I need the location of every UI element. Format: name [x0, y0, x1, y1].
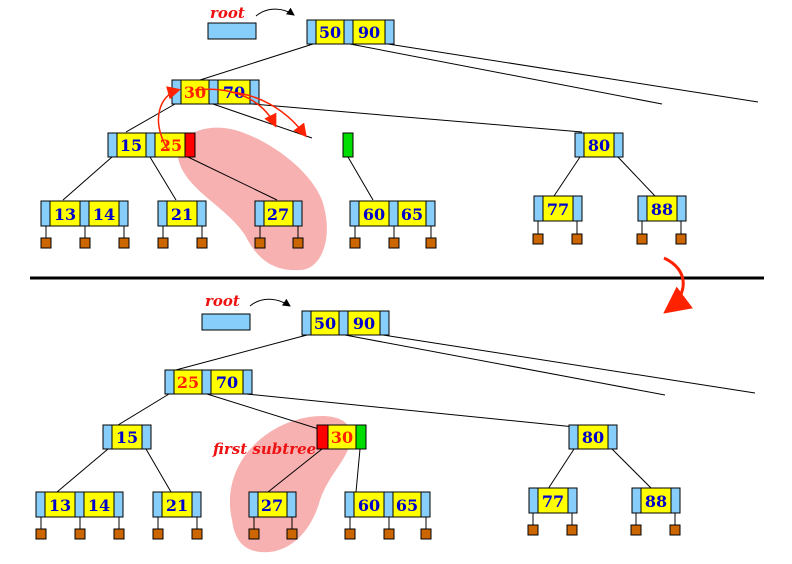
- top-node-a-key-1: 15: [120, 136, 142, 155]
- top-root-label: root: [210, 4, 245, 22]
- top-node-15-25: 15 25: [107, 132, 196, 158]
- bottom-leaf-27: 27: [248, 491, 297, 518]
- bottom-moved-key: 30: [331, 428, 353, 447]
- top-rotation-arrows: [157, 86, 307, 151]
- top-root-arrow: [255, 7, 295, 17]
- top-internal-key-1: 30: [184, 83, 206, 102]
- top-leaf-88: 88: [637, 195, 687, 222]
- top-root-key-2: 90: [358, 23, 380, 42]
- top-leaf-key: 13: [54, 205, 76, 224]
- top-leaf-key: 88: [651, 200, 673, 219]
- top-highlight-region: [177, 127, 327, 271]
- bottom-root-pointer: [201, 313, 251, 331]
- top-node-a-key-2: 25: [160, 136, 182, 155]
- first-subtree-label: first subtree: [212, 440, 316, 458]
- top-leaf-key: 14: [93, 205, 115, 224]
- top-leaf-27: 27: [254, 200, 303, 227]
- bottom-leaf-key: 88: [645, 492, 667, 511]
- bottom-diagram: root 50 90: [35, 292, 756, 553]
- top-leaf-13-14: 13 14: [40, 200, 129, 227]
- bottom-root-arrow: [249, 298, 291, 307]
- bottom-node-15: 15: [102, 424, 152, 450]
- bottom-node-80: 80: [568, 424, 618, 450]
- top-leaf-21: 21: [157, 200, 207, 227]
- bottom-leaf-key: 60: [358, 496, 380, 515]
- bottom-leaf-key: 14: [88, 496, 110, 515]
- top-data-records: [40, 221, 687, 249]
- top-root-node: 50 90: [306, 19, 395, 45]
- top-root-pointer: [207, 22, 257, 40]
- bottom-leaf-88: 88: [631, 487, 681, 514]
- top-edges: [62, 43, 759, 201]
- bottom-leaf-key: 13: [49, 496, 71, 515]
- bottom-data-records: [35, 513, 681, 540]
- top-leaf-key: 21: [171, 205, 193, 224]
- top-node-80: 80: [574, 132, 624, 158]
- top-leaf-key: 77: [547, 200, 569, 219]
- top-root-key-1: 50: [319, 23, 341, 42]
- bottom-leaf-key: 65: [396, 496, 418, 515]
- top-leaf-key: 60: [363, 205, 385, 224]
- top-leaf-key: 27: [267, 205, 289, 224]
- bottom-leaf-key: 77: [542, 492, 564, 511]
- top-leaf-77: 77: [533, 195, 583, 222]
- bottom-leaf-key: 21: [166, 496, 188, 515]
- bottom-root-key-2: 90: [353, 314, 375, 333]
- top-green-pointer: [342, 132, 354, 158]
- bottom-root-key-1: 50: [314, 314, 336, 333]
- bottom-internal-key-2: 70: [216, 373, 238, 392]
- bottom-leaf-21: 21: [152, 491, 202, 518]
- bottom-leaf-13-14: 13 14: [35, 491, 124, 518]
- bottom-root-node: 50 90: [301, 310, 390, 336]
- top-leaf-60-65: 60 65: [349, 200, 436, 227]
- bottom-node-a-key-1: 15: [116, 428, 138, 447]
- bottom-leaf-key: 27: [261, 496, 283, 515]
- top-node-b-key-1: 80: [588, 136, 610, 155]
- bottom-node-30: 30: [316, 424, 367, 450]
- bottom-root-label: root: [205, 292, 240, 310]
- bottom-edges: [56, 334, 756, 493]
- bottom-leaf-60-65: 60 65: [344, 491, 431, 518]
- top-internal-node: 30 70: [171, 79, 260, 105]
- top-diagram: root 50 90: [40, 4, 759, 271]
- bottom-internal-node: 25 70: [164, 369, 253, 395]
- bottom-leaf-77: 77: [528, 487, 578, 514]
- transition-arrow: [663, 256, 693, 314]
- bottom-node-b-key-1: 80: [582, 428, 604, 447]
- top-leaf-key: 65: [401, 205, 423, 224]
- bottom-internal-key-1: 25: [177, 373, 199, 392]
